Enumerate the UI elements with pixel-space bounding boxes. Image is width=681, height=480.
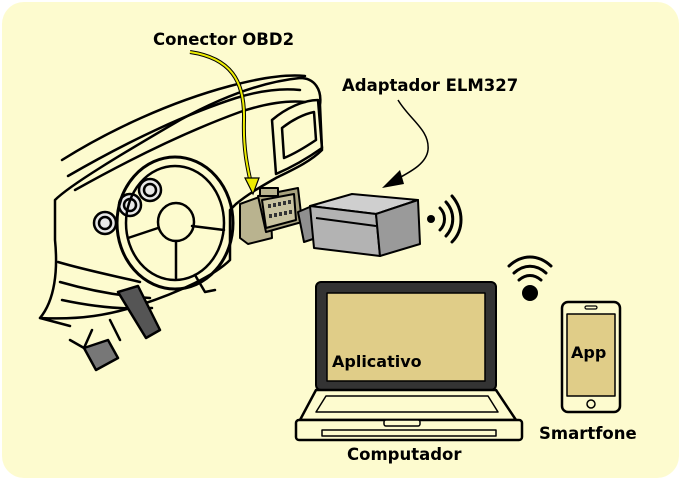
laptop-screen <box>326 292 486 382</box>
obd2-connector-illustration <box>239 187 303 245</box>
elm327-adapter-illustration <box>297 193 421 257</box>
wifi-signal-icon <box>507 255 553 301</box>
laptop-illustration <box>294 281 524 442</box>
phone-app-label: App <box>571 343 607 362</box>
connector-leader <box>189 50 260 196</box>
computer-app-label: Aplicativo <box>332 352 422 371</box>
dashboard-illustration <box>38 74 324 372</box>
smartphone-illustration <box>560 300 622 414</box>
phone-screen <box>566 313 616 397</box>
smartphone-label: Smartfone <box>539 424 637 443</box>
wifi-signal-icon <box>427 194 463 244</box>
adapter-label: Adaptador ELM327 <box>342 76 519 95</box>
computer-label: Computador <box>347 445 462 464</box>
connector-label: Conector OBD2 <box>153 30 295 49</box>
adapter-arrow <box>382 99 429 188</box>
